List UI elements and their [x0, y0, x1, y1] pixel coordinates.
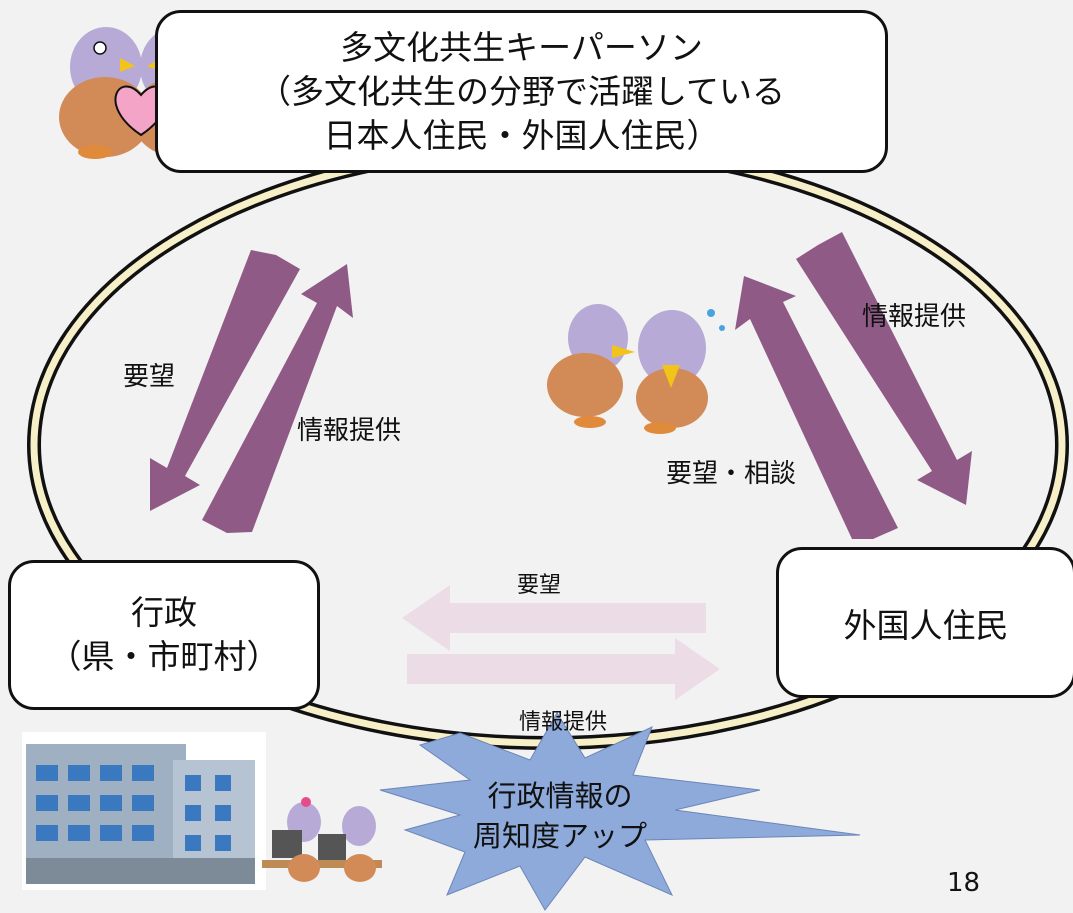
keyperson-title: 多文化共生キーパーソン [340, 27, 703, 67]
left-request-arrow [150, 250, 300, 511]
left-info-arrow [202, 264, 353, 533]
foreign-residents-box: 外国人住民 [776, 547, 1073, 698]
right-request-label: 要望・相談 [666, 459, 797, 489]
keyperson-box: 多文化共生キーパーソン （多文化共生の分野で活躍している 日本人住民・外国人住民… [155, 10, 888, 173]
middle-request-arrow [402, 585, 706, 651]
middle-request-label: 要望 [517, 573, 562, 598]
government-subtitle: （県・市町村） [48, 637, 280, 676]
right-info-arrow [796, 232, 972, 505]
middle-info-label: 情報提供 [519, 710, 608, 735]
keyperson-description-2: 日本人住民・外国人住民） [323, 115, 720, 155]
comforting-birds-illustration [547, 304, 725, 434]
right-request-arrow [735, 276, 898, 539]
star-text-line1: 行政情報の [487, 779, 633, 813]
star-text-line2: 周知度アップ [472, 819, 647, 853]
government-title: 行政 [131, 593, 197, 632]
middle-info-arrow [407, 638, 720, 700]
office-building-illustration [22, 732, 266, 890]
birds-at-computers-illustration [262, 797, 382, 882]
page-number: 18 [947, 868, 981, 898]
right-info-label: 情報提供 [862, 302, 967, 332]
keyperson-description: （多文化共生の分野で活躍している [257, 71, 785, 111]
left-request-label: 要望 [123, 362, 176, 392]
star-text: 行政情報の 周知度アップ [470, 776, 650, 856]
foreign-residents-title: 外国人住民 [843, 605, 1009, 645]
government-box: 行政 （県・市町村） [8, 560, 320, 710]
left-info-label: 情報提供 [297, 416, 402, 446]
star-burst [379, 712, 861, 911]
